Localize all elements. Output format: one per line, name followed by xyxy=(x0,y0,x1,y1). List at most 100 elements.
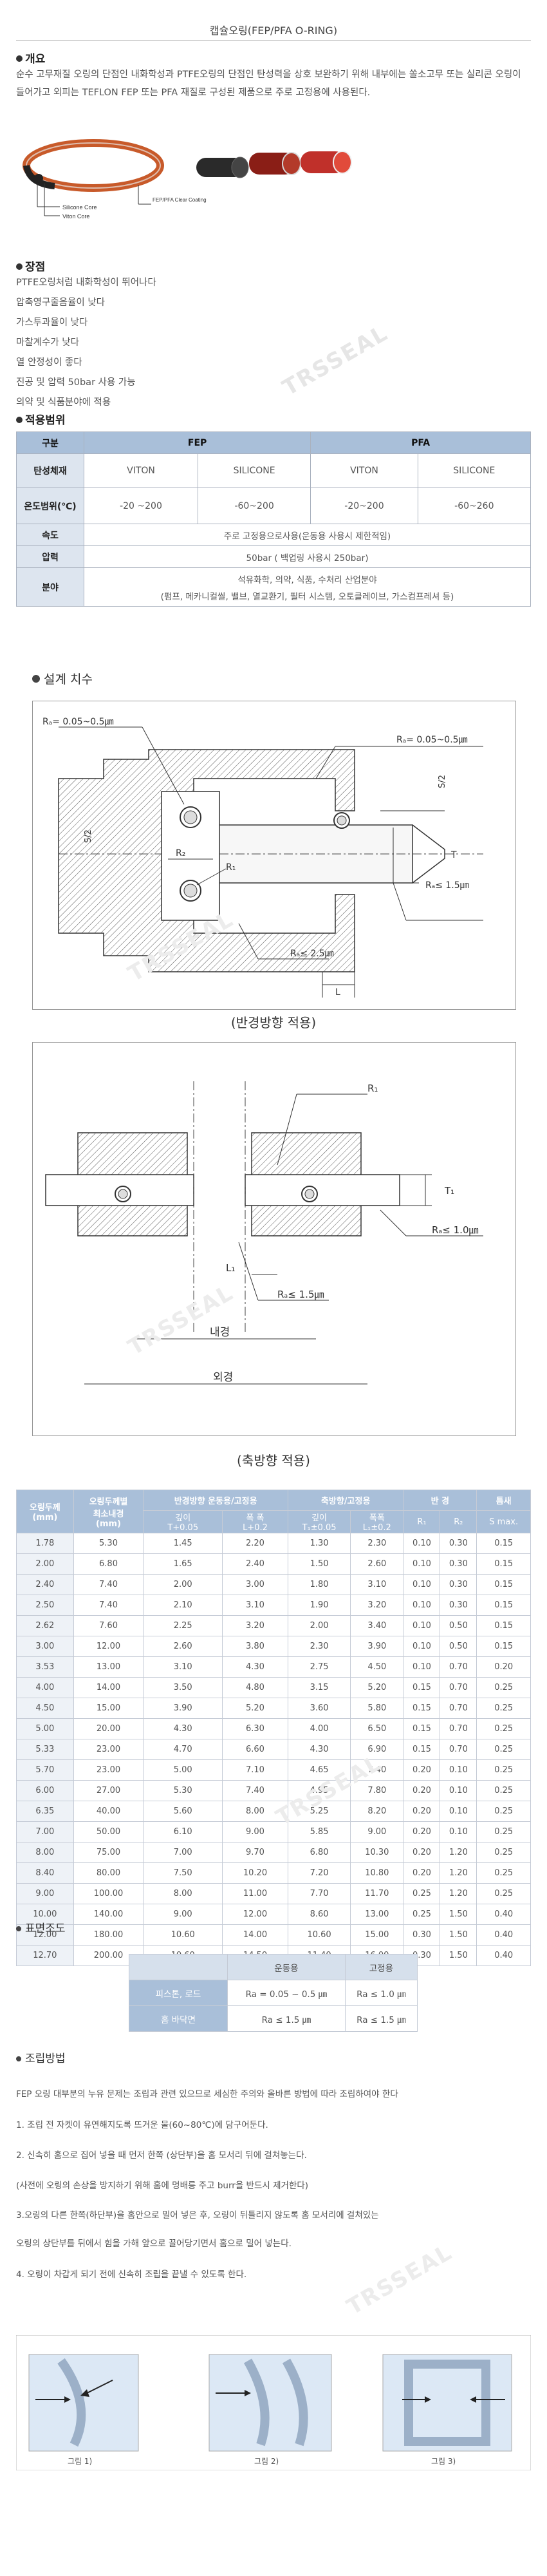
table-cell: 3.10 xyxy=(350,1574,404,1595)
table-cell: 2.60 xyxy=(143,1636,223,1657)
advantage-item: PTFE오링처럼 내화학성이 뛰어나다 xyxy=(16,278,156,288)
table-cell: 8.00 xyxy=(222,1801,288,1822)
table-cell: 0.25 xyxy=(476,1739,531,1760)
advantage-item: 가스투과율이 낮다 xyxy=(16,317,88,328)
radial-label: R₁ xyxy=(226,862,236,873)
table-cell: 10.20 xyxy=(222,1862,288,1884)
figure-caption: 그림 3) xyxy=(431,2457,456,2466)
table-cell: 0.10 xyxy=(440,1821,477,1842)
table-cell: 7.50 xyxy=(143,1862,223,1884)
advantage-item: 압축영구줄음율이 낮다 xyxy=(16,298,106,308)
table-cell: -60~200 xyxy=(197,488,311,524)
bullet-icon xyxy=(16,1926,21,1931)
assembly-steps: FEP 오링 대부분의 누유 문제는 조립과 관련 있으므로 세심한 주의와 올… xyxy=(16,2087,531,2299)
table-cell: 0.70 xyxy=(440,1677,477,1698)
table-cell: 6.80 xyxy=(287,1842,351,1863)
table-cell: 0.25 xyxy=(476,1718,531,1739)
table-cell: 5.60 xyxy=(143,1801,223,1822)
table-cell: 1.50 xyxy=(440,1945,477,1966)
advantages-list: PTFE오링처럼 내화학성이 뛰어나다 압축영구줄음율이 낮다 가스투과율이 낮… xyxy=(16,273,338,413)
table-cell: Ra = 0.05 ~ 0.5 ㎛ xyxy=(227,1980,346,2006)
axial-label: 내경 xyxy=(210,1326,230,1339)
table-cell: 0.25 xyxy=(476,1821,531,1842)
table-cell: 1.80 xyxy=(287,1574,351,1595)
table-cell: 2.75 xyxy=(287,1656,351,1678)
table-cell: 40.00 xyxy=(73,1801,144,1822)
table-cell: 3.90 xyxy=(350,1636,404,1657)
table-cell: 4.95 xyxy=(287,1780,351,1801)
axial-label: 외경 xyxy=(213,1371,233,1384)
table-cell: 9.00 xyxy=(143,1904,223,1925)
row-thickness: 2.00 xyxy=(16,1553,74,1575)
table-header xyxy=(129,1954,228,1980)
table-header: PFA xyxy=(310,431,531,454)
table-cell: -60~260 xyxy=(417,488,532,524)
table-cell: 3.40 xyxy=(350,1615,404,1636)
applications-table: 구분 FEP PFA 탄성체재 VITON SILICONE VITON SIL… xyxy=(16,431,532,607)
table-cell: 2.30 xyxy=(287,1636,351,1657)
advantages-heading-text: 장점 xyxy=(25,261,46,274)
assembly-heading-text: 조립방법 xyxy=(25,2052,66,2065)
table-cell: 5.85 xyxy=(287,1821,351,1842)
table-cell: 9.00 xyxy=(350,1821,404,1842)
assembly-step: 오링의 상단부를 뒤에서 힘을 가해 앞으로 끌어당기면서 홈으로 밀어 넣는다… xyxy=(16,2239,292,2249)
axial-label: R₁ xyxy=(367,1083,378,1094)
table-cell: 6.30 xyxy=(222,1718,288,1739)
row-thickness: 2.62 xyxy=(16,1615,74,1636)
table-cell: 7.80 xyxy=(350,1780,404,1801)
table-cell: 0.20 xyxy=(476,1656,531,1678)
table-cell: 8.00 xyxy=(143,1883,223,1904)
assembly-step: 1. 조립 전 자켓이 유연해지도록 뜨거운 물(60~80℃)에 담구어둔다. xyxy=(16,2120,268,2130)
table-header: 축방향/고정용 xyxy=(287,1490,404,1511)
table-cell: 0.10 xyxy=(440,1759,477,1781)
table-cell: 10.60 xyxy=(287,1924,351,1946)
table-cell: 75.00 xyxy=(73,1842,144,1863)
table-cell: 0.10 xyxy=(403,1533,441,1554)
table-cell: 2.10 xyxy=(143,1595,223,1616)
radial-label: S/2 xyxy=(438,775,447,788)
table-cell: 50bar ( 백업링 사용시 250bar) xyxy=(84,545,531,568)
table-cell: 0.10 xyxy=(403,1615,441,1636)
table-cell: 3.10 xyxy=(143,1656,223,1678)
table-cell: 7.40 xyxy=(73,1574,144,1595)
table-cell: 0.10 xyxy=(403,1574,441,1595)
table-cell: 0.10 xyxy=(440,1780,477,1801)
table-cell: 100.00 xyxy=(73,1883,144,1904)
applications-heading-text: 적용범위 xyxy=(25,414,66,427)
table-cell: 4.30 xyxy=(222,1656,288,1678)
table-cell: 20.00 xyxy=(73,1718,144,1739)
table-cell: 0.25 xyxy=(476,1780,531,1801)
advantage-item: 진공 및 압력 50bar 사용 가능 xyxy=(16,377,136,388)
table-cell: 5.20 xyxy=(350,1677,404,1698)
table-cell: 1.20 xyxy=(440,1883,477,1904)
axial-label: T₁ xyxy=(444,1185,454,1197)
label-viton-core: Viton Core xyxy=(62,213,89,220)
dimension-table: 오링두께 (mm) 오링두께별 최소내경 (mm) 반경방향 운동용/고정용 축… xyxy=(16,1490,531,1966)
table-cell: 4.70 xyxy=(143,1739,223,1760)
table-cell: 180.00 xyxy=(73,1924,144,1946)
row-thickness: 8.40 xyxy=(16,1862,74,1884)
table-cell: 0.50 xyxy=(440,1636,477,1657)
table-cell: 0.15 xyxy=(476,1615,531,1636)
table-cell: 2.00 xyxy=(287,1615,351,1636)
table-cell: 10.80 xyxy=(350,1862,404,1884)
row-label: 온도범위(℃) xyxy=(16,488,84,524)
assembly-step: 4. 오링이 차갑게 되기 전에 신속히 조립을 끝낼 수 있도록 한다. xyxy=(16,2269,247,2280)
figure-3-icon xyxy=(382,2354,512,2452)
radial-label: Rₐ= 0.05~0.5㎛ xyxy=(42,717,114,727)
table-subheader: 깊이 T₁±0.05 xyxy=(287,1510,351,1533)
row-thickness: 6.00 xyxy=(16,1780,74,1801)
oring-illustrations: Silicone Core Viton Core FEP/PFA Clear C… xyxy=(23,139,352,220)
table-subheader: R₂ xyxy=(440,1510,477,1533)
axial-label: Rₐ≤ 1.5㎛ xyxy=(277,1289,324,1300)
figure-2-icon xyxy=(209,2354,332,2452)
table-cell: 5.00 xyxy=(143,1759,223,1781)
page-title: 캡슐오링(FEP/PFA O-RING) xyxy=(209,24,338,37)
